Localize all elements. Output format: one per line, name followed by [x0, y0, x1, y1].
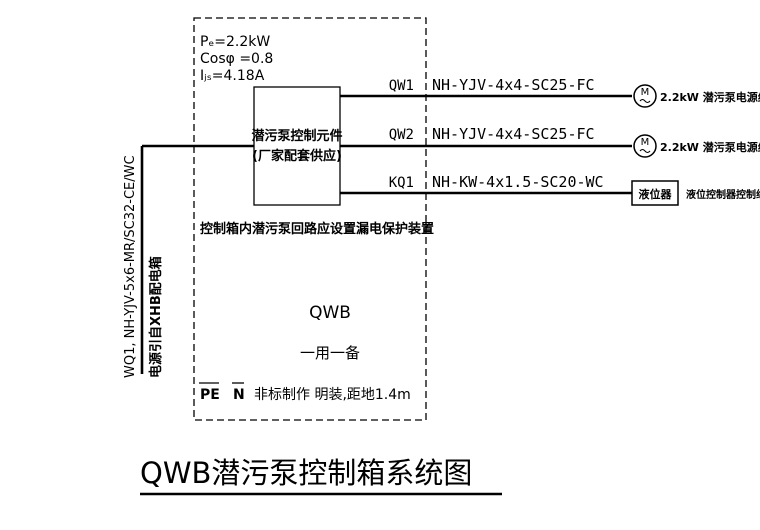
param-cos: Cosφ =0.8	[200, 51, 273, 67]
box-id: QWB	[309, 303, 351, 323]
ac-tilde-icon	[639, 149, 651, 153]
circuit-id-qw2: QW2	[389, 127, 414, 143]
n-label: N	[233, 387, 245, 403]
circuit-cable-qw2: NH-YJV-4x4-SC25-FC	[432, 125, 595, 143]
controller-label-line2: (厂家配套供应)	[252, 148, 342, 164]
level-controller-label: 液位器	[639, 187, 673, 201]
incoming-cable-label: WQ1, NH-YJV-5x6-MR/SC32-CE/WC	[123, 155, 138, 378]
load-desc-kq1: 液位控制器控制线	[686, 188, 760, 201]
load-desc-qw2: 2.2kW 潜污泵电源线	[660, 140, 760, 154]
drawing-title: QWB潜污泵控制箱系统图	[140, 456, 472, 490]
circuit-id-qw1: QW1	[389, 78, 414, 94]
circuit-cable-qw1: NH-YJV-4x4-SC25-FC	[432, 76, 595, 94]
standby-mode: 一用一备	[300, 344, 360, 362]
load-desc-qw1: 2.2kW 潜污泵电源线	[660, 90, 760, 104]
param-power: Pₑ=2.2kW	[200, 34, 270, 50]
param-current: Iⱼₛ=4.18A	[200, 68, 265, 84]
control-box-outline	[193, 17, 427, 421]
circuit-cable-kq1: NH-KW-4x1.5-SC20-WC	[432, 173, 604, 191]
controller-box	[253, 86, 341, 206]
controller-label-line1: 潜污泵控制元件	[251, 128, 342, 144]
motor-symbol-qw2: M	[641, 137, 650, 148]
level-controller-box	[631, 180, 679, 206]
leakage-protection-note: 控制箱内潜污泵回路应设置漏电保护装置	[200, 221, 434, 237]
motor-symbol-qw1: M	[641, 87, 650, 98]
incoming-source-label: 电源引自XHB配电箱	[148, 256, 164, 378]
motor-icon	[633, 84, 657, 108]
pe-label: PE	[200, 387, 220, 403]
circuit-id-kq1: KQ1	[389, 175, 414, 191]
install-note: 非标制作 明装,距地1.4m	[254, 387, 411, 403]
motor-icon	[633, 134, 657, 158]
ac-tilde-icon	[639, 99, 651, 103]
